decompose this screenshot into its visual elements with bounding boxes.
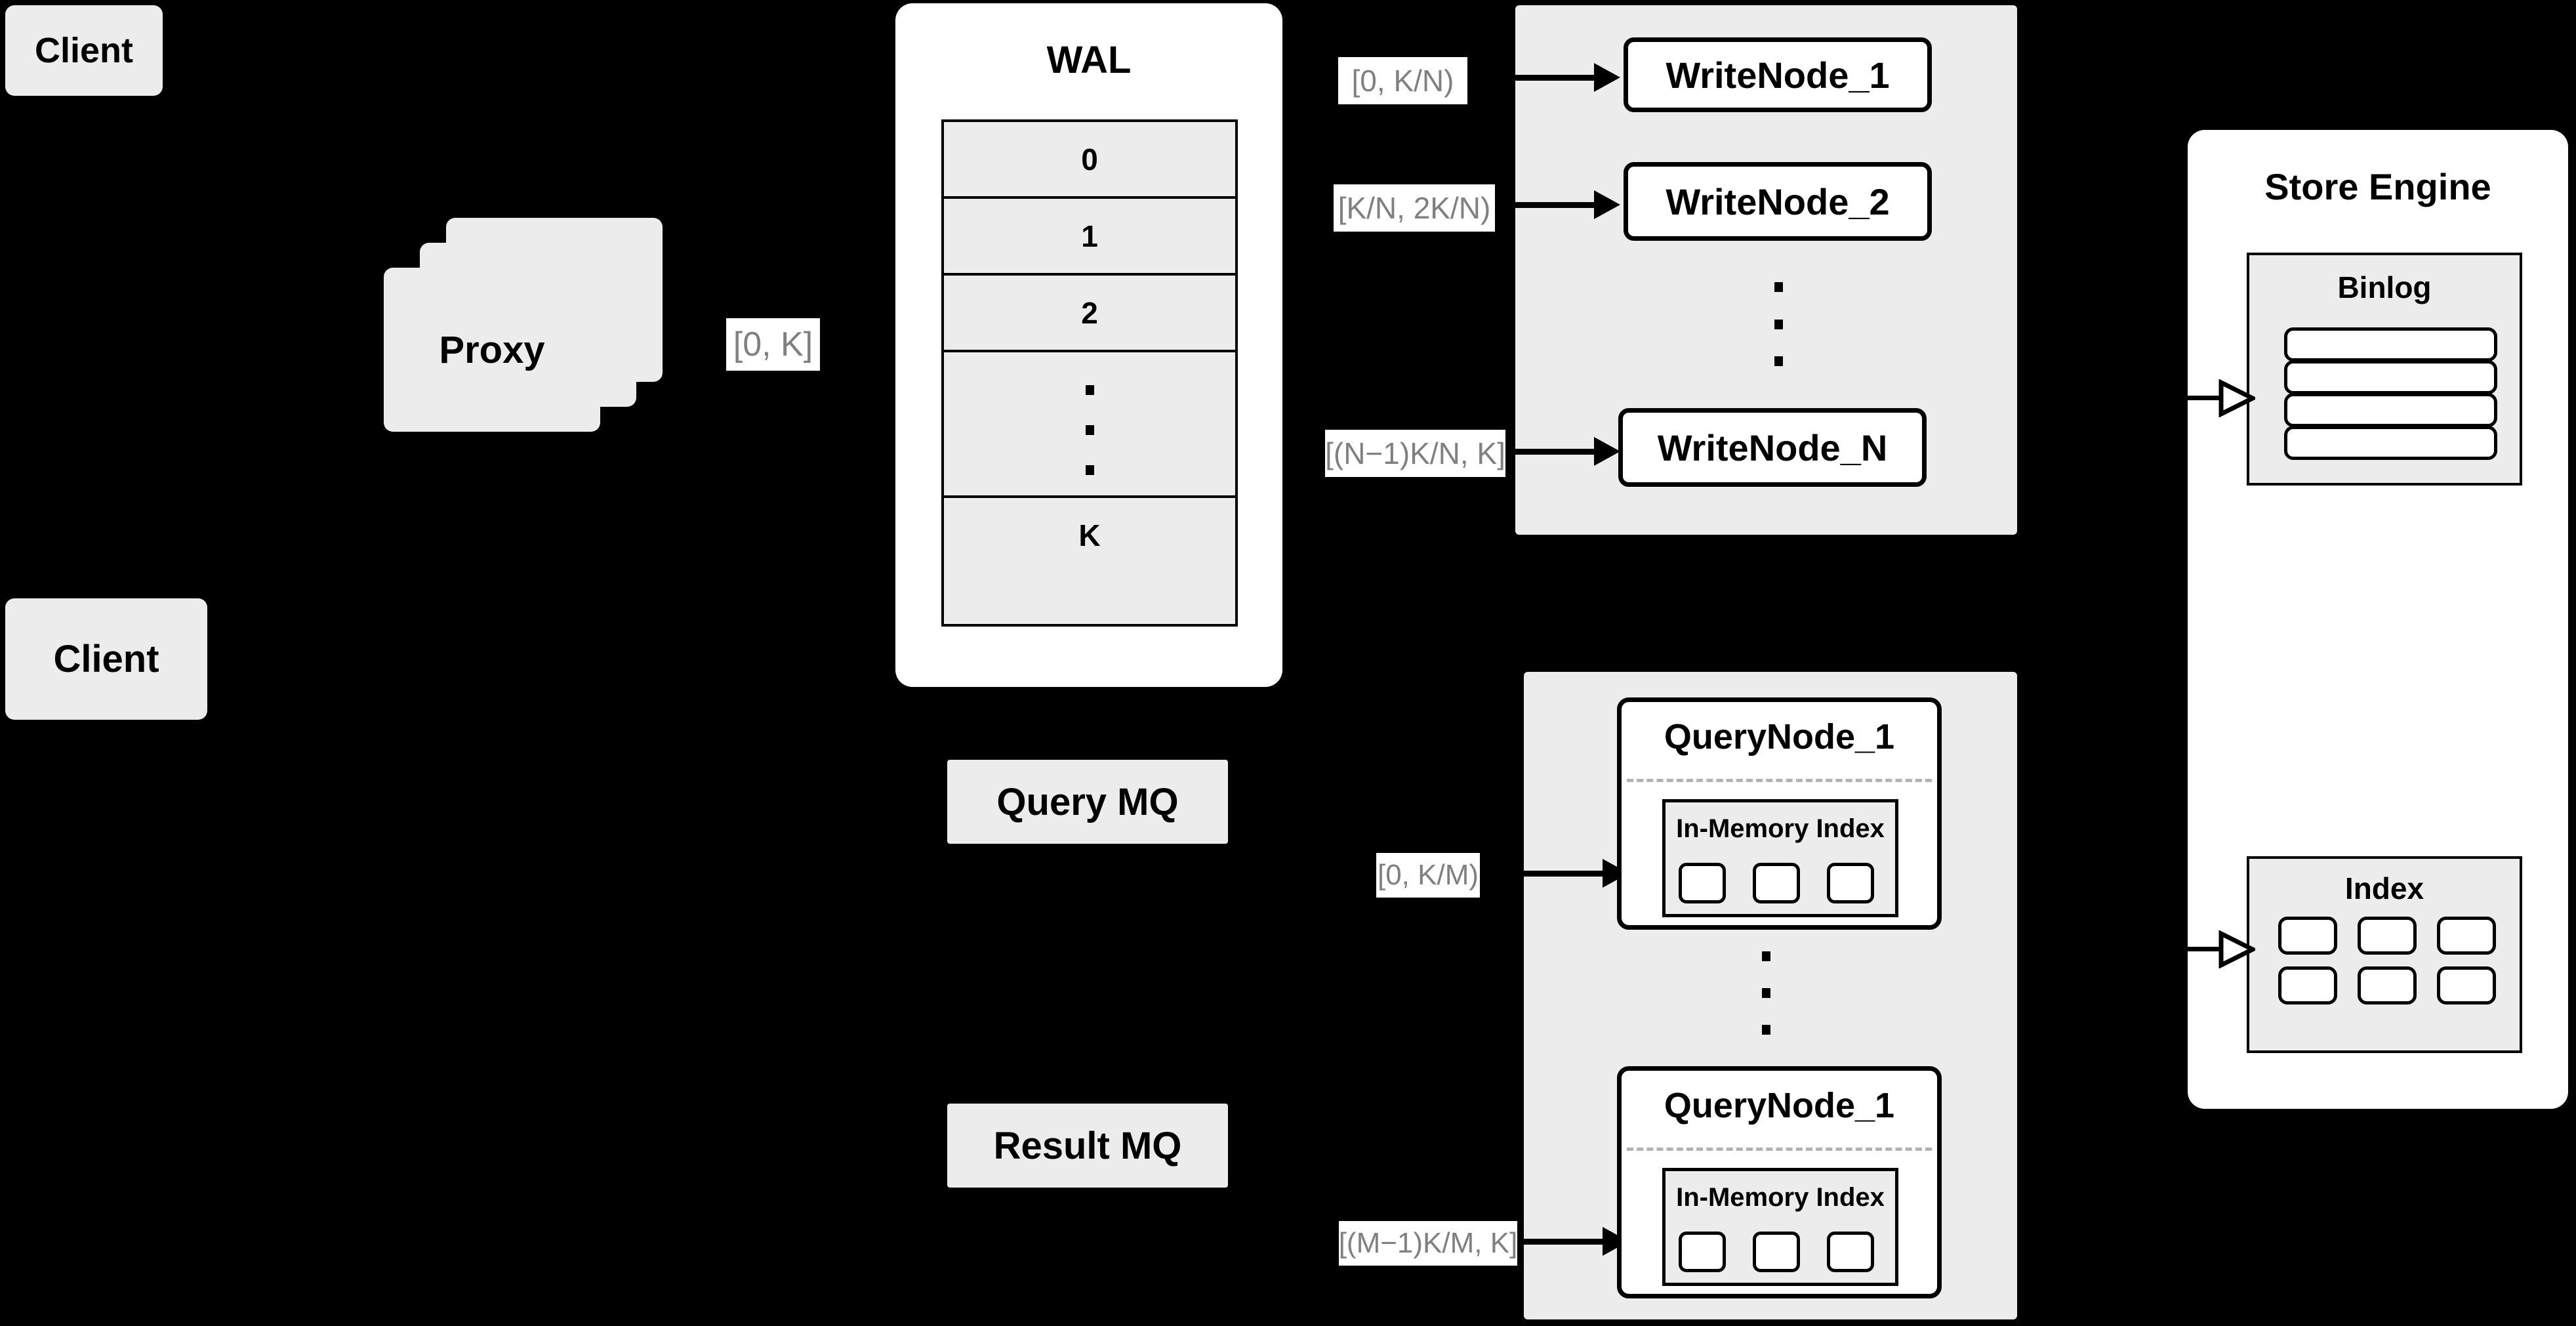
proxy-range-label: [0, K] (726, 318, 820, 371)
client-box-2[interactable]: Client (5, 598, 207, 720)
store-index-cell (2278, 917, 2337, 955)
write-node-n-range-label: [(N−1)K/N, K] (1325, 430, 1505, 477)
write-node-1-range-label: [0, K/N) (1338, 57, 1467, 104)
wal-row: 2 (944, 276, 1235, 352)
binlog-row (2284, 426, 2497, 460)
write-node-n-box[interactable]: WriteNode_N (1618, 408, 1927, 487)
client-label-1: Client (34, 31, 133, 70)
binlog-box: Binlog (2247, 253, 2522, 486)
query-node-1-label: QueryNode_1 (1664, 717, 1895, 756)
wal-row-value: K (1078, 518, 1101, 552)
write-node-n-arrow-line (1512, 449, 1597, 455)
query-node-1-inmemory-index-title: In-Memory Index (1676, 814, 1885, 843)
store-index-arrow-head-icon (2218, 930, 2255, 968)
store-index-cell (2437, 966, 2496, 1005)
wal-row-value: 2 (1081, 295, 1098, 330)
write-node-2-label: WriteNode_2 (1666, 180, 1890, 222)
store-engine-title: Store Engine (2264, 166, 2491, 207)
write-node-2-box[interactable]: WriteNode_2 (1624, 162, 1932, 241)
ellipsis-dot (1086, 425, 1094, 435)
write-node-1-arrow-head (1594, 63, 1620, 92)
client-label-2: Client (53, 638, 159, 680)
binlog-row (2284, 393, 2497, 427)
write-node-1-label: WriteNode_1 (1666, 54, 1890, 96)
index-cell (1753, 1232, 1800, 1272)
binlog-title: Binlog (2337, 270, 2432, 304)
write-node-2-arrow-line (1512, 202, 1597, 208)
query-node-1-arrow-line (1524, 871, 1606, 877)
query-node-2-divider (1627, 1148, 1932, 1151)
write-group-ellipsis-dot (1774, 282, 1783, 292)
index-cell (1827, 1232, 1874, 1272)
store-index-title: Index (2344, 871, 2424, 905)
wal-row: K (944, 498, 1235, 572)
store-index-box: Index (2247, 856, 2522, 1053)
write-node-1-box[interactable]: WriteNode_1 (1624, 37, 1932, 112)
index-cell (1827, 863, 1874, 903)
write-node-2-range-label: [K/N, 2K/N) (1334, 184, 1495, 232)
query-mq-label: Query MQ (996, 780, 1179, 823)
query-node-1-divider (1627, 779, 1932, 782)
query-node-2-arrow-line (1524, 1239, 1606, 1245)
wal-row-ellipsis (944, 352, 1235, 498)
query-mq-box[interactable]: Query MQ (947, 760, 1228, 844)
query-group-ellipsis-dot (1762, 1025, 1770, 1035)
wal-row: 1 (944, 199, 1235, 276)
binlog-arrow-head-icon (2218, 379, 2255, 417)
wal-row-value: 1 (1081, 218, 1098, 253)
write-node-n-label: WriteNode_N (1657, 426, 1888, 468)
binlog-row (2284, 360, 2497, 394)
result-mq-box[interactable]: Result MQ (947, 1104, 1228, 1188)
binlog-arrow-line (2184, 396, 2224, 400)
query-node-2-inmemory-index-title: In-Memory Index (1676, 1183, 1885, 1212)
query-node-2-card[interactable]: QueryNode_1 In-Memory Index (1617, 1066, 1942, 1298)
query-node-2-range-label: [(M−1)K/M, K] (1339, 1221, 1517, 1266)
result-mq-label: Result MQ (993, 1124, 1182, 1167)
proxy-box[interactable]: Proxy (384, 268, 600, 432)
query-node-2-inmemory-index: In-Memory Index (1662, 1168, 1898, 1286)
query-node-2-label: QueryNode_1 (1664, 1086, 1895, 1125)
query-group-ellipsis-dot (1762, 988, 1770, 998)
write-node-1-arrow-line (1512, 75, 1597, 81)
query-node-1-inmemory-index: In-Memory Index (1662, 799, 1898, 917)
write-group-ellipsis-dot (1774, 320, 1783, 329)
write-node-n-arrow-head (1594, 437, 1620, 466)
write-group-ellipsis-dot (1774, 356, 1783, 366)
query-node-1-range-label: [0, K/M) (1376, 853, 1480, 898)
store-index-cell (2278, 966, 2337, 1005)
store-index-cell (2437, 917, 2496, 955)
query-group-ellipsis-dot (1762, 951, 1770, 961)
proxy-label: Proxy (439, 328, 545, 371)
write-node-2-arrow-head (1594, 190, 1620, 219)
index-cell (1753, 863, 1800, 903)
binlog-row (2284, 327, 2497, 362)
query-node-1-card[interactable]: QueryNode_1 In-Memory Index (1617, 697, 1942, 930)
store-index-cell (2358, 966, 2417, 1005)
wal-row-value: 0 (1081, 142, 1098, 176)
index-cell (1679, 1232, 1726, 1272)
wal-row: 0 (944, 122, 1235, 199)
index-cell (1679, 863, 1726, 903)
ellipsis-dot (1086, 465, 1094, 475)
client-box-1[interactable]: Client (5, 5, 163, 96)
wal-table: 0 1 2 K (941, 119, 1238, 627)
store-index-arrow-line (2184, 947, 2224, 951)
store-index-cell (2358, 917, 2417, 955)
ellipsis-dot (1086, 385, 1094, 395)
wal-title: WAL (1046, 39, 1132, 81)
